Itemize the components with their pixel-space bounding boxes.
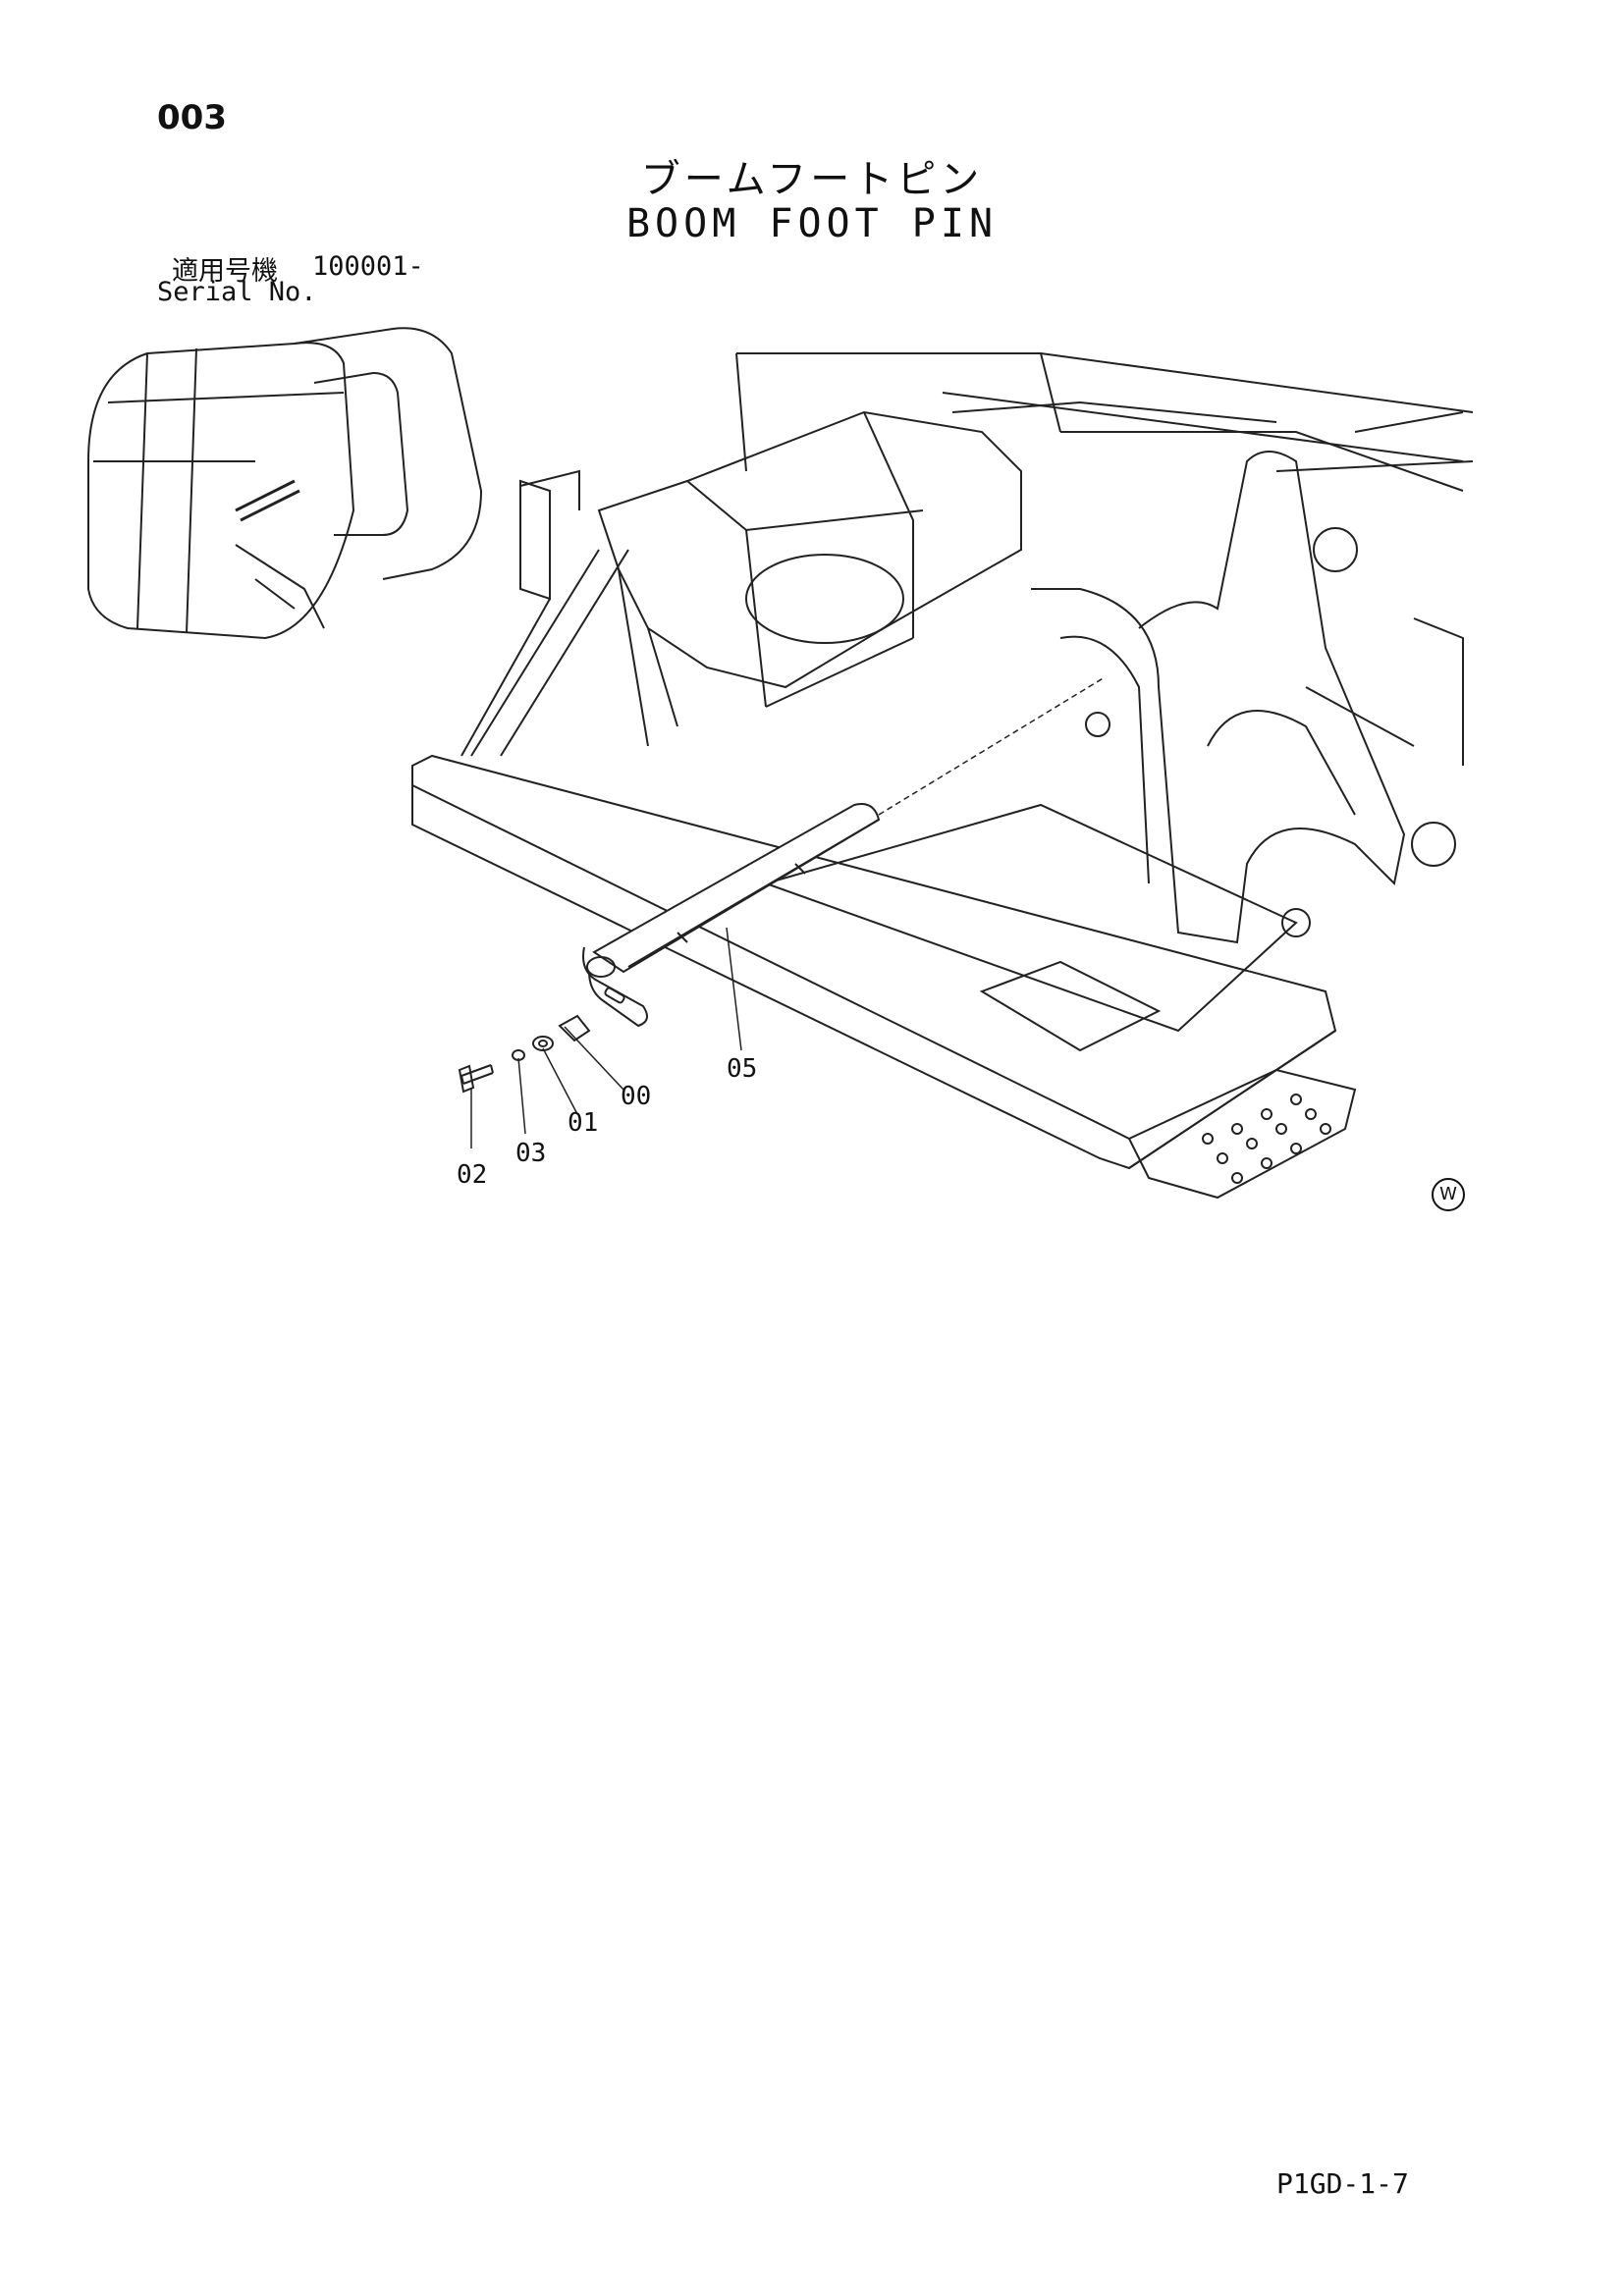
serial-value: 100001- <box>312 251 424 282</box>
callout-03: 03 <box>515 1139 546 1168</box>
leader-lines <box>470 927 742 1148</box>
footer-page-code: P1GD-1-7 <box>1276 2167 1409 2200</box>
page-number: 003 <box>157 98 227 137</box>
callout-02: 02 <box>457 1160 487 1190</box>
w-mark: W <box>1432 1178 1465 1211</box>
title-japanese: ブームフートピン <box>640 157 984 202</box>
small-parts <box>458 1014 591 1094</box>
title-english: BOOM FOOT PIN <box>625 201 999 246</box>
callout-00: 00 <box>621 1082 651 1111</box>
callout-01: 01 <box>568 1108 598 1138</box>
upper-frame <box>411 352 1474 1200</box>
serial-label-japanese: 適用号機 <box>172 256 278 287</box>
serial-label-english: Serial No. <box>157 277 317 307</box>
boom-foot-pin <box>582 676 1106 1028</box>
callout-05: 05 <box>727 1054 757 1084</box>
excavator-thumbnail <box>87 327 483 640</box>
parts-diagram: 00 01 02 03 05 <box>87 327 1474 1200</box>
